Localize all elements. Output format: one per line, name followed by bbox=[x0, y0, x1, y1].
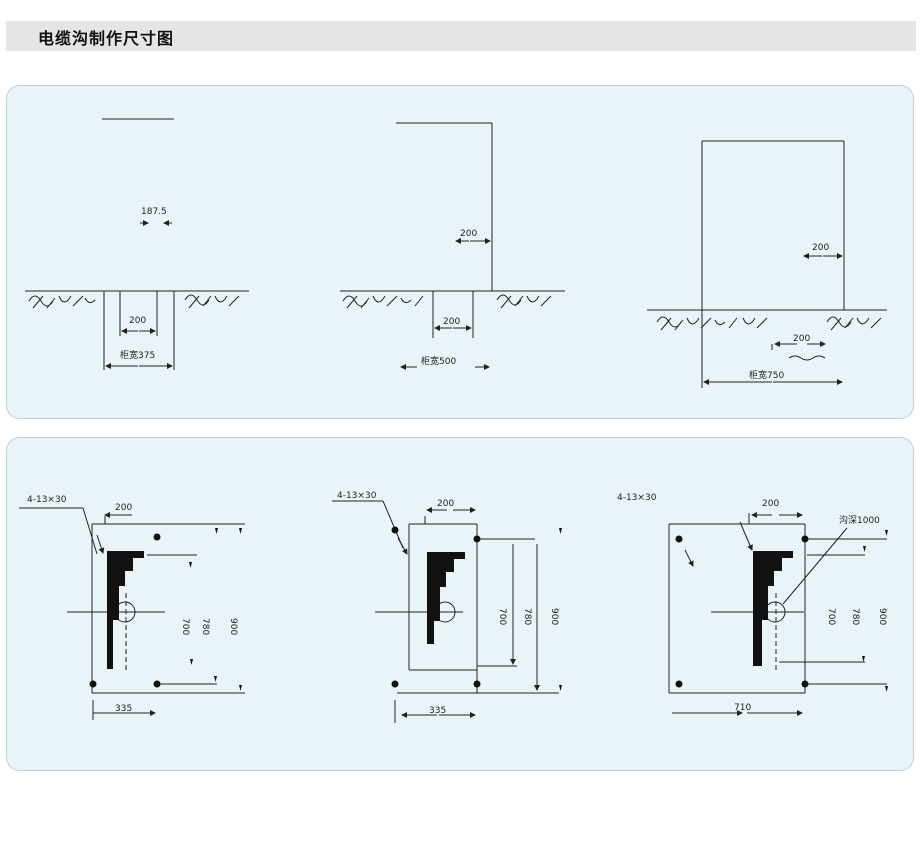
offset-label-1: 187.5 bbox=[141, 207, 167, 217]
top-dim-2: 200 bbox=[437, 499, 454, 509]
plan-diagram-1: 4-13×30 200 700 780 900 335 bbox=[19, 495, 245, 720]
dim-780-2: 780 bbox=[522, 608, 532, 625]
title-bar: 电缆沟制作尺寸图 bbox=[6, 21, 916, 51]
plan-diagram-2: 4-13×30 200 700 780 900 335 bbox=[332, 491, 562, 723]
width-label-1: 柜宽375 bbox=[120, 349, 155, 361]
dim-900-2: 900 bbox=[549, 608, 559, 625]
inner-label-2: 200 bbox=[443, 317, 460, 327]
trench-plan-panel: 4-13×30 200 700 780 900 335 bbox=[6, 437, 914, 771]
dim-700-3: 700 bbox=[826, 608, 836, 625]
width-dim-1: 335 bbox=[115, 704, 132, 714]
offset-label-2: 200 bbox=[460, 229, 477, 239]
width-dim-2: 335 bbox=[429, 706, 446, 716]
top-dim-1: 200 bbox=[115, 503, 132, 513]
width-label-2: 柜宽500 bbox=[421, 355, 456, 367]
hole-label-1: 4-13×30 bbox=[27, 495, 67, 505]
elevation-diagram-3 bbox=[647, 140, 887, 388]
plan-diagram-3: 4-13×30 200 沟深1000 700 780 900 710 bbox=[617, 493, 888, 716]
inner-label-3: 200 bbox=[793, 334, 810, 344]
elevation-diagram-2 bbox=[340, 122, 565, 370]
width-label-3: 柜宽750 bbox=[749, 369, 784, 381]
trench-depth-label: 沟深1000 bbox=[839, 514, 880, 526]
dim-900-1: 900 bbox=[228, 618, 238, 635]
elevation-drawings: 187.5 200 柜宽375 200 200 柜宽500 200 200 柜宽… bbox=[25, 118, 887, 388]
top-dim-3: 200 bbox=[762, 499, 779, 509]
dim-700-1: 700 bbox=[180, 618, 190, 635]
hole-label-3: 4-13×30 bbox=[617, 493, 657, 503]
inner-label-1: 200 bbox=[129, 316, 146, 326]
dim-900-3: 900 bbox=[877, 608, 887, 625]
elevation-diagram-1 bbox=[25, 118, 249, 370]
dim-700-2: 700 bbox=[497, 608, 507, 625]
hole-label-2: 4-13×30 bbox=[337, 491, 377, 501]
width-dim-3: 710 bbox=[734, 703, 751, 713]
page-title: 电缆沟制作尺寸图 bbox=[38, 29, 175, 48]
plan-drawings: 4-13×30 200 700 780 900 335 bbox=[19, 491, 888, 723]
dim-780-3: 780 bbox=[850, 608, 860, 625]
dim-780-1: 780 bbox=[200, 618, 210, 635]
trench-elevation-panel: 187.5 200 柜宽375 200 200 柜宽500 200 200 柜宽… bbox=[6, 85, 914, 419]
offset-label-3: 200 bbox=[812, 243, 829, 253]
